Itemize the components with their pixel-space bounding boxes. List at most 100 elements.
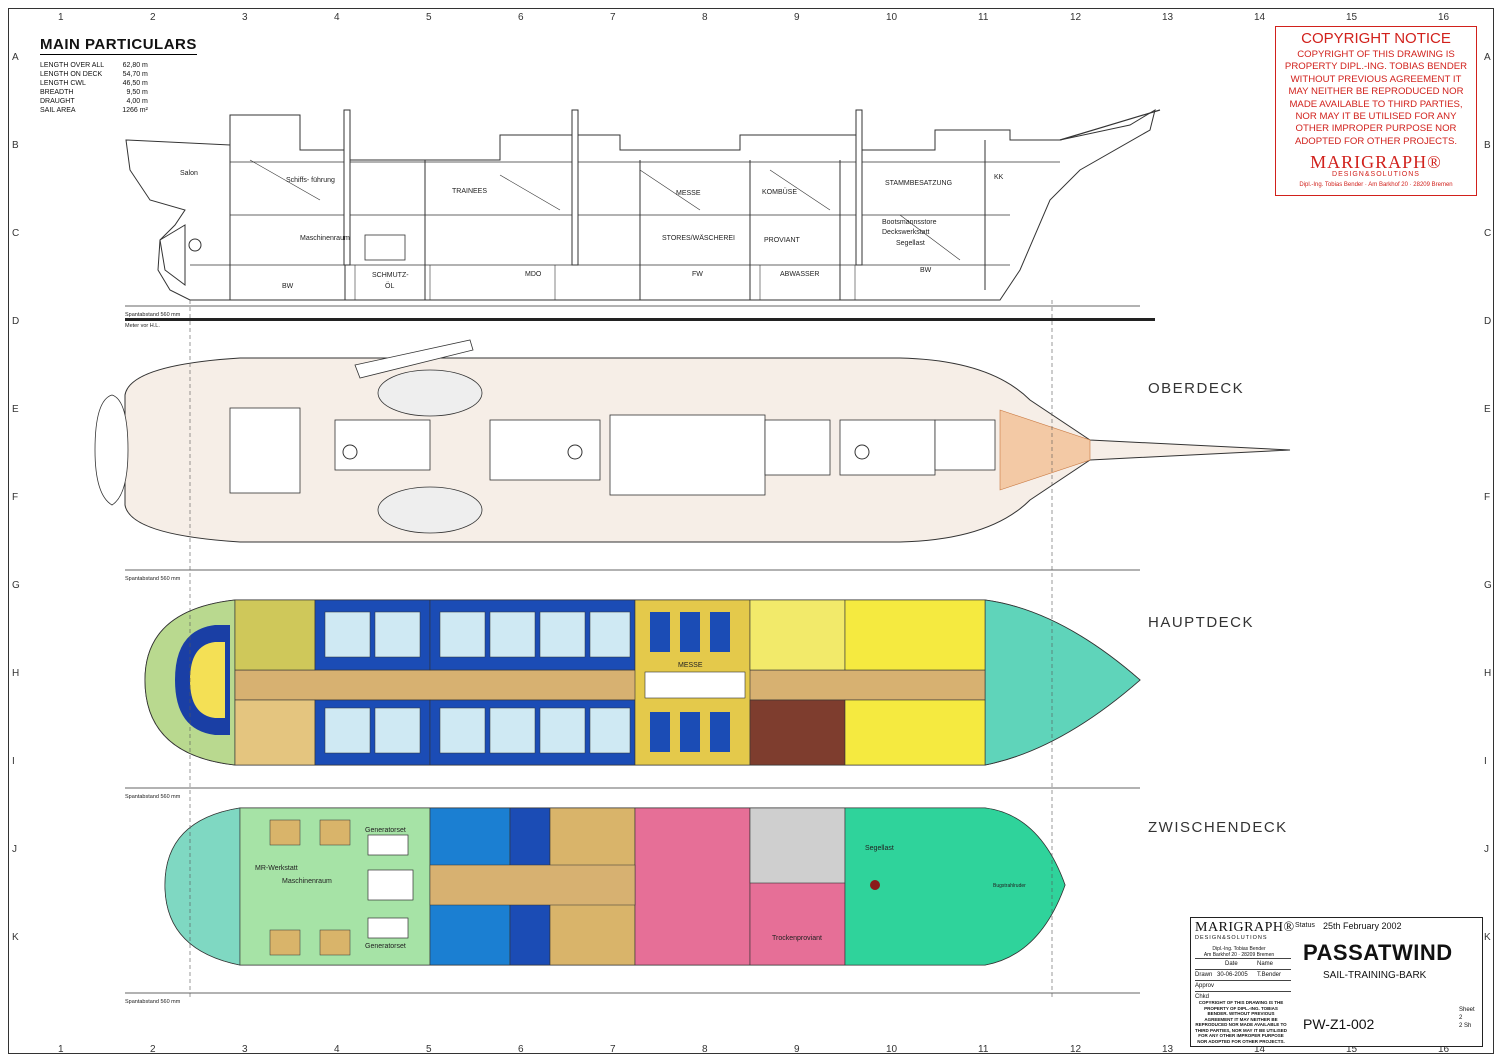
sheet-label: Sheet [1459, 1007, 1475, 1013]
grid-row-letter: H [1484, 668, 1492, 679]
grid-column-number: 7 [610, 12, 616, 23]
grid-row-letter: B [1484, 140, 1491, 151]
copyright-line: NOR MAY IT BE UTILISED FOR ANY [1295, 111, 1457, 123]
particular-row: LENGTH CWL 46,50 m [40, 79, 148, 88]
label-bootsmann: Bootsmannsstore [882, 219, 937, 226]
grid-row-letter: G [1484, 580, 1492, 591]
label-hauptdeck: HAUPTDECK [1148, 614, 1255, 631]
label-zd-maschinenraum: Maschinenraum [282, 878, 332, 885]
copyright-line: MADE AVAILABLE TO THIRD PARTIES, [1289, 98, 1463, 110]
particular-value: 46,50 m [122, 80, 148, 87]
ruler-label-zwischendeck: Spantabstand 560 mm [125, 999, 181, 1005]
grid-column-number: 2 [150, 1044, 156, 1055]
grid-row-letter: I [1484, 756, 1487, 767]
copyright-line: MAY NEITHER BE REPRODUCED NOR [1288, 86, 1464, 98]
main-particulars-title: MAIN PARTICULARS [40, 36, 197, 55]
zwischendeck-labels: MR-Werkstatt Maschinenraum Generatorset … [255, 827, 1026, 950]
label-generatorset-1: Generatorset [365, 827, 406, 834]
particular-value: 1266 m² [122, 107, 148, 114]
grid-row-letter: F [12, 492, 19, 503]
label-trainees: TRAINEES [452, 188, 487, 195]
label-stammbesatzung: STAMMBESATZUNG [885, 180, 952, 187]
particular-label: LENGTH ON DECK [40, 71, 103, 78]
grid-row-letter: D [1484, 316, 1492, 327]
label-segellast: Segellast [896, 240, 925, 247]
copyright-line: PROPERTY DIPL.-ING. TOBIAS BENDER [1284, 61, 1468, 73]
label-mdo: MDO [525, 271, 542, 278]
drawing-title: PASSATWIND [1303, 940, 1453, 965]
title-block-owner: Dipl.-Ing. Tobias Bender Am Barkhof 20 ·… [1203, 946, 1275, 958]
grid-column-number: 15 [1346, 1044, 1358, 1055]
label-messe: MESSE [676, 190, 701, 197]
title-block-logo-sub: DESIGN&SOLUTIONS [1195, 935, 1268, 941]
hauptdeck-plan [144, 599, 1141, 766]
title-block: MARIGRAPH® DESIGN&SOLUTIONS Dipl.-Ing. T… [1190, 917, 1483, 1047]
grid-row-letter: D [12, 316, 20, 327]
grid-row-letter: J [12, 844, 17, 855]
label-proviant: PROVIANT [764, 237, 801, 244]
label-deckswerkstatt: Deckswerkstatt [882, 229, 930, 236]
label-kk: KK [994, 174, 1004, 181]
grid-column-number: 13 [1162, 1044, 1174, 1055]
particular-label: LENGTH CWL [40, 80, 86, 87]
grid-column-number: 7 [610, 1044, 616, 1055]
revision-row-chkd: Chkd [1195, 991, 1291, 1002]
grid-column-number: 16 [1438, 1044, 1450, 1055]
revision-row-approv: Approv [1195, 980, 1291, 991]
grid-column-number: 11 [978, 12, 989, 23]
particular-value: 54,70 m [122, 71, 148, 78]
profile-view [125, 108, 1161, 301]
ruler-label-oberdeck: Spantabstand 560 mm [125, 576, 181, 582]
label-mr-werkstatt: MR-Werkstatt [255, 865, 298, 872]
grid-row-letter: K [1484, 932, 1491, 943]
grid-column-number: 1 [58, 1044, 64, 1055]
particular-label: SAIL AREA [40, 107, 76, 114]
grid-column-number: 6 [518, 12, 524, 23]
grid-column-number: 5 [426, 1044, 432, 1055]
grid-row-letter: A [12, 52, 19, 63]
grid-row-letter: K [12, 932, 19, 943]
title-block-notice: COPYRIGHT OF THIS DRAWING IS THE PROPERT… [1195, 1000, 1287, 1044]
grid-row-letter: E [12, 404, 19, 415]
grid-row-letter: J [1484, 844, 1489, 855]
profile-labels: Salon Schiffs- führung Maschinenraum TRA… [180, 170, 1004, 290]
sheet-number: 2 [1459, 1015, 1463, 1021]
dinghy [94, 394, 129, 506]
grid-column-number: 10 [886, 1044, 898, 1055]
particular-value: 62,80 m [122, 62, 148, 69]
zwischendeck-plan [164, 807, 1066, 966]
label-bw-aft: BW [282, 283, 294, 290]
label-schiffsfuehrung: Schiffs- führung [286, 177, 335, 184]
label-trockenproviant: Trockenproviant [772, 935, 822, 942]
oberdeck-plan [94, 339, 1291, 543]
bowsprit-net [999, 409, 1091, 491]
grid-row-letter: B [12, 140, 19, 151]
marigraph-logo: MARIGRAPH® [1310, 152, 1442, 173]
grid-column-number: 12 [1070, 12, 1082, 23]
drawing-number: PW-Z1-002 [1303, 1016, 1375, 1032]
grid-row-letter: A [1484, 52, 1491, 63]
frame-reference-lines [189, 300, 1053, 1000]
particular-row: SAIL AREA 1266 m² [40, 106, 148, 115]
marigraph-logo-sub: DESIGN&SOLUTIONS [1332, 171, 1420, 179]
title-block-logo: MARIGRAPH® [1195, 920, 1295, 935]
grid-column-number: 16 [1438, 12, 1450, 23]
grid-column-number: 1 [58, 12, 64, 23]
grid-column-number: 10 [886, 12, 898, 23]
grid-column-number: 9 [794, 12, 800, 23]
drawn-date: 30-06-2005 [1217, 972, 1248, 978]
copyright-line: ADOPTED FOR OTHER PROJECTS. [1294, 135, 1458, 147]
particular-label: BREADTH [40, 89, 74, 96]
copyright-address: Dipl.-Ing. Tobias Bender · Am Barkhof 20… [1299, 182, 1453, 189]
particular-row: LENGTH ON DECK 54,70 m [40, 70, 148, 79]
grid-column-number: 4 [334, 1044, 340, 1055]
label-kombuese: KOMBÜSE [762, 188, 797, 196]
label-stores: STORES/WÄSCHEREI [662, 234, 735, 242]
grid-column-number: 3 [242, 1044, 248, 1055]
profile-spantabstand: Spantabstand 560 mm [125, 312, 181, 318]
copyright-line: OTHER IMPROPER PURPOSE NOR [1295, 123, 1457, 135]
grid-column-number: 15 [1346, 12, 1358, 23]
grid-row-letter: C [1484, 228, 1492, 239]
